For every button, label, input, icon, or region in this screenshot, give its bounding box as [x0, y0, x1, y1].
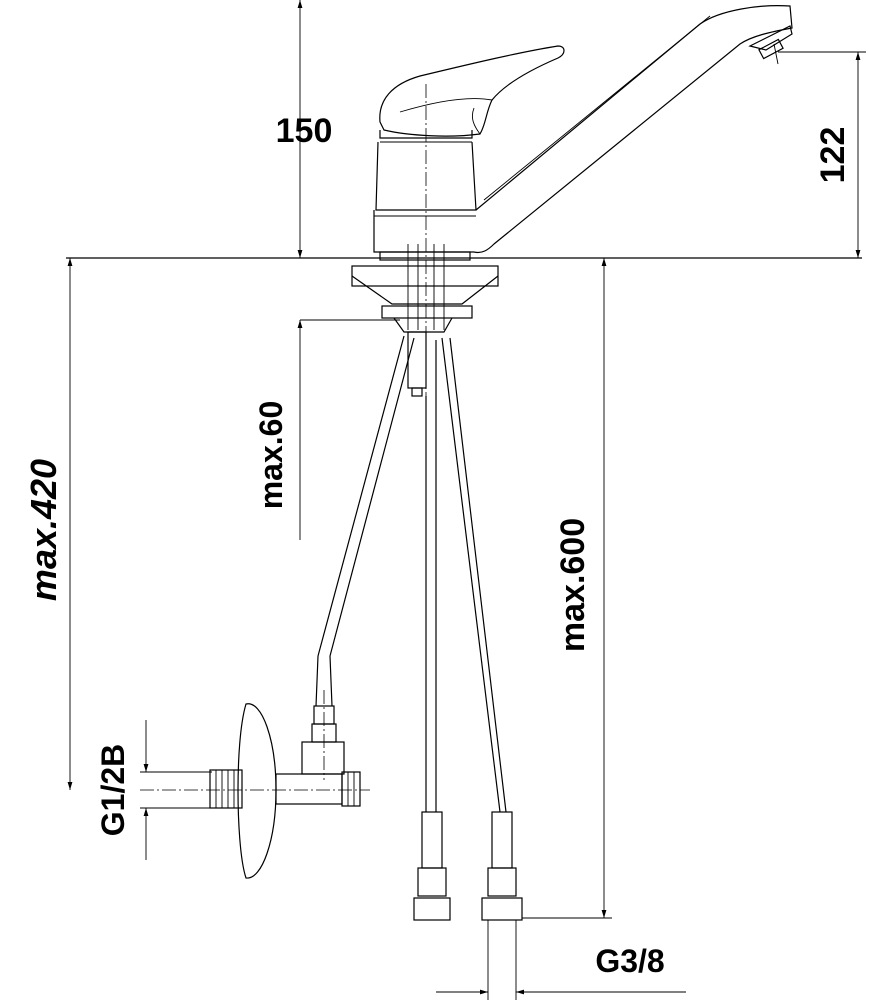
faucet-body — [373, 5, 793, 420]
dim-max-worktop: max.60 — [253, 319, 400, 540]
dim-spout-height: 150 — [276, 0, 333, 258]
dim-spout-height-label: 150 — [276, 112, 333, 150]
dim-thread-hose-label: G3/8 — [595, 943, 664, 979]
dim-max-hose-short-label: max.420 — [23, 459, 64, 601]
angle-valve — [140, 690, 370, 879]
dim-max-hose-long: max.600 — [522, 258, 612, 919]
dim-thread-valve-label: G1/2B — [95, 744, 131, 836]
flexible-hoses — [311, 335, 523, 921]
dim-outlet-height: 122 — [778, 51, 866, 258]
mounting-assembly — [351, 244, 499, 397]
dim-max-hose-long-label: max.600 — [554, 518, 592, 652]
dim-max-worktop-label: max.60 — [253, 401, 289, 510]
dim-outlet-height-label: 122 — [814, 127, 852, 184]
dim-thread-hose: G3/8 — [436, 920, 686, 1000]
dim-thread-valve: G1/2B — [95, 720, 212, 860]
dim-max-hose-short: max.420 — [23, 258, 73, 790]
